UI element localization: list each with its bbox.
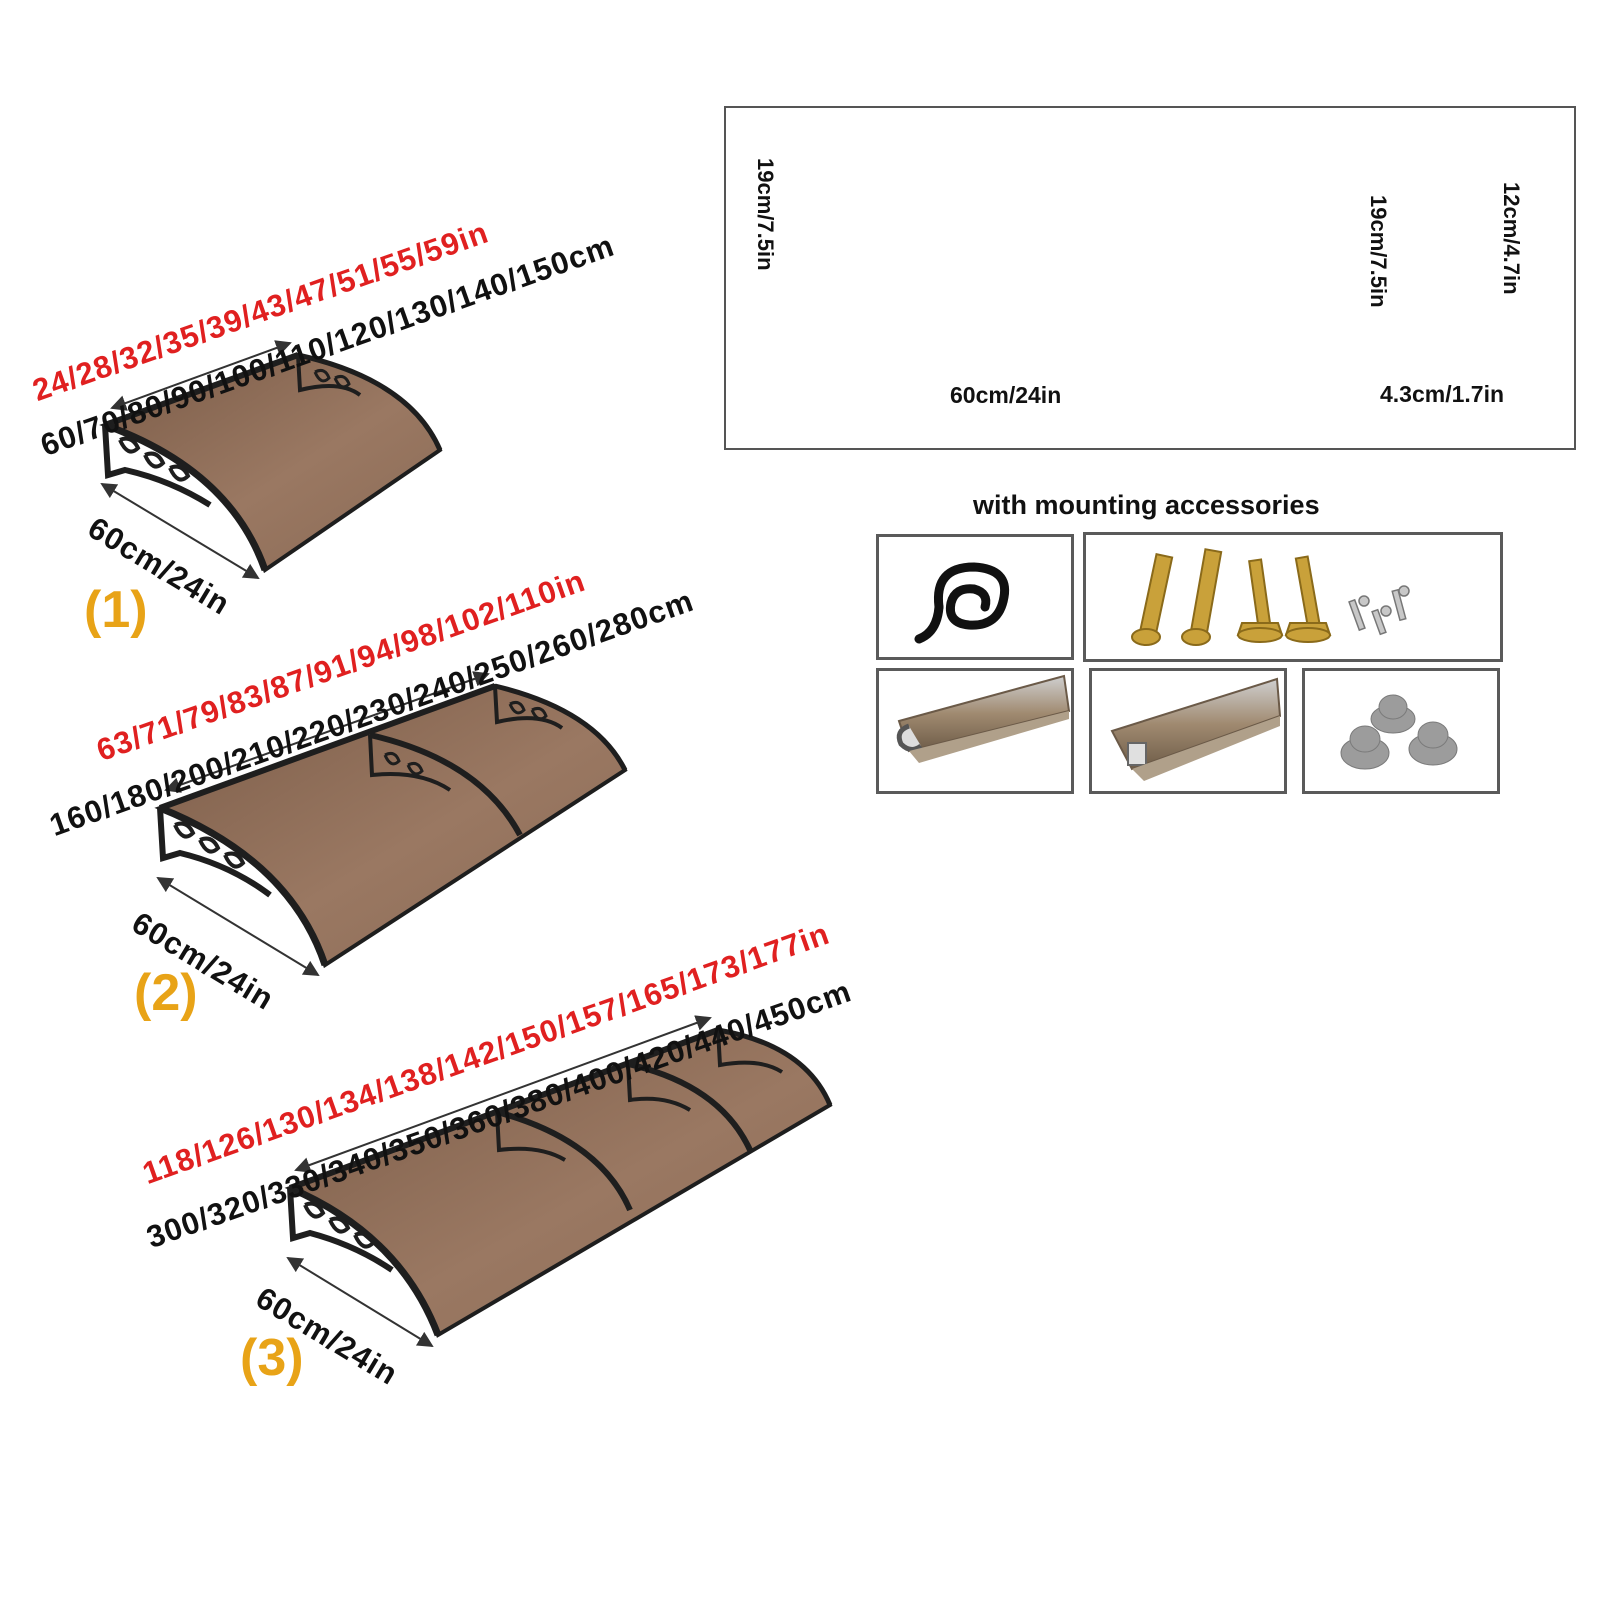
accessories-title: with mounting accessories [973, 490, 1320, 520]
awning-1-index-label: (1) [84, 581, 148, 639]
bracket-height-label: 19cm/7.5in [753, 158, 778, 271]
accessory-rail-curved [876, 668, 1074, 794]
rail-icon [896, 674, 1071, 763]
awning-1-illustration [99, 340, 443, 580]
bracket-spec-box [724, 106, 1576, 450]
hole-spacing-label: 12cm/4.7in [1499, 182, 1524, 295]
accessory-end-caps [1302, 668, 1500, 794]
bolts-icon [1131, 548, 1410, 646]
rubber-seal-icon [914, 562, 1010, 644]
bracket-length-label: 60cm/24in [950, 382, 1062, 408]
awning-2-panel [154, 683, 628, 969]
awning-2-illustration [154, 671, 628, 977]
rail-flat-icon [1110, 677, 1282, 781]
accessory-rubber-seal [876, 534, 1074, 660]
awning-3-index-label: (3) [240, 1329, 304, 1387]
awning-3-illustration [284, 1015, 833, 1348]
plate-height-label: 19cm/7.5in [1366, 195, 1391, 308]
plate-width-label: 4.3cm/1.7in [1380, 381, 1505, 407]
end-caps-icon [1340, 694, 1458, 770]
accessory-rail-flat [1089, 668, 1287, 794]
awning-2-index-label: (2) [134, 964, 198, 1022]
accessory-bolts-screws [1083, 532, 1503, 662]
